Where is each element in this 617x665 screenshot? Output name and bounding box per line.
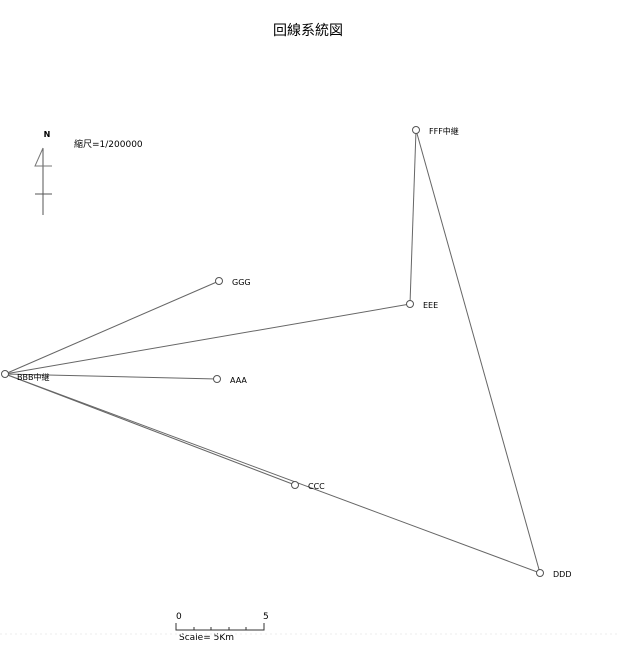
edge-BBB-DDD <box>4 373 541 574</box>
north-label: N <box>44 130 51 139</box>
node-label-CCC: CCC <box>308 482 325 491</box>
node-FFF[interactable] <box>412 126 420 134</box>
node-AAA[interactable] <box>213 375 221 383</box>
edge-BBB-EEE <box>4 303 411 375</box>
scale-label: Scale= 5Km <box>179 633 234 643</box>
node-label-BBB: BBB中継 <box>17 372 49 382</box>
node-label-AAA: AAA <box>230 376 247 385</box>
north-arrow: N <box>34 130 52 215</box>
node-GGG[interactable] <box>215 277 223 285</box>
node-BBB[interactable] <box>1 370 9 378</box>
node-CCC[interactable] <box>291 481 299 489</box>
node-DDD[interactable] <box>536 569 544 577</box>
node-label-FFF: FFF中継 <box>429 126 459 136</box>
scale-bar: 0 5 Scale= 5Km <box>175 612 269 643</box>
diagram-title: 回線系統図 <box>273 23 343 39</box>
scale-start: 0 <box>176 612 182 622</box>
scale-ratio: 縮尺=1/200000 <box>74 138 143 150</box>
node-label-DDD: DDD <box>553 570 571 579</box>
node-label-EEE: EEE <box>423 301 438 310</box>
node-label-GGG: GGG <box>232 278 251 287</box>
edge-BBB-AAA <box>4 373 218 380</box>
edge-EEE-FFF <box>409 129 417 305</box>
scale-end: 5 <box>263 612 269 622</box>
edge-FFF-DDD <box>415 129 541 574</box>
node-EEE[interactable] <box>406 300 414 308</box>
edge-BBB-GGG <box>4 280 220 375</box>
